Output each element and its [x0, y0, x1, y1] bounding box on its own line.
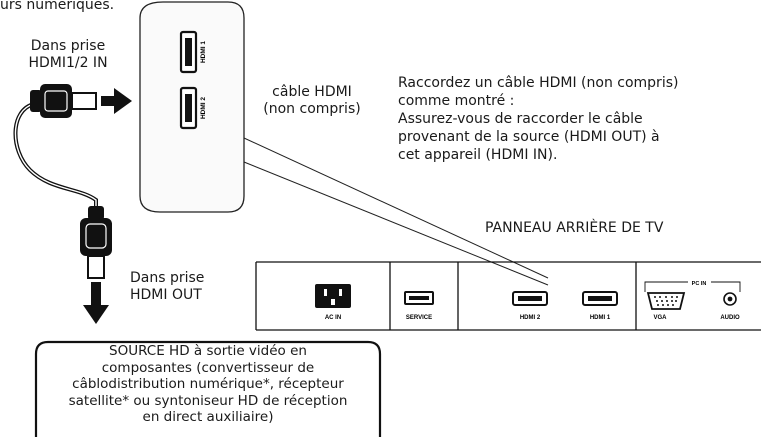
source-box-line: SOURCE HD à sortie vidéo en	[109, 343, 307, 359]
vga-port-icon	[646, 292, 686, 310]
hdmi-in-label: Dans prise HDMI1/2 IN	[18, 38, 118, 72]
callout-leader-line-top	[243, 137, 549, 279]
hdmi-out-label-line1: Dans prise	[130, 270, 205, 286]
source-box-line: en direct auxiliaire)	[142, 409, 274, 425]
pc-in-label: PC IN	[692, 281, 707, 287]
source-box-line: satellite* ou syntoniseur HD de réceptio…	[68, 392, 348, 409]
ac-in-socket-icon	[315, 284, 351, 308]
callout-hdmi2-port-icon	[179, 86, 198, 130]
instruction-line: cet appareil (HDMI IN).	[398, 147, 558, 163]
hdmi-in-plug-icon	[30, 84, 97, 118]
instruction-line: comme montré :	[398, 93, 515, 109]
source-box-line: câblodistribution numérique*, récepteur	[72, 376, 344, 392]
panel-hdmi2-port-icon	[512, 291, 548, 306]
instruction-line: Raccordez un câble HDMI (non compris)	[398, 75, 679, 91]
service-label: SERVICE	[406, 315, 432, 321]
arrow-right-icon	[101, 88, 132, 114]
hdmi-out-plug-icon	[80, 206, 112, 279]
ac-in-label: AC IN	[325, 315, 341, 321]
panel-hdmi1-port-icon	[582, 291, 618, 306]
pc-in-bracket	[644, 281, 741, 292]
hdmi-cable-label-line1: câble HDMI	[272, 84, 352, 100]
vga-label: VGA	[653, 315, 667, 321]
instruction-line: Assurez-vous de raccorder le câble	[398, 111, 643, 127]
source-box-line: composantes (convertisseur de	[101, 359, 315, 376]
instruction-line: provenant de la source (HDMI OUT) à	[398, 129, 660, 145]
hdmi-cable-label-line2: (non compris)	[263, 101, 361, 117]
tv-back-panel-title: PANNEAU ARRIÈRE DE TV	[485, 220, 664, 236]
callout-hdmi1-label: HDMI 1	[200, 41, 207, 63]
hdmi-out-label-line2: HDMI OUT	[130, 287, 202, 303]
hdmi-cable-label: câble HDMI (non compris)	[252, 84, 372, 118]
service-usb-port-icon	[404, 291, 434, 305]
panel-hdmi2-label: HDMI 2	[520, 315, 541, 321]
top-text-fragment: urs numériques.	[0, 0, 115, 13]
hdmi-in-label-line1: Dans prise	[30, 38, 106, 54]
hdmi-in-label-line2: HDMI1/2 IN	[28, 55, 108, 71]
callout-leader-line-bottom	[243, 161, 549, 286]
panel-hdmi1-label: HDMI 1	[590, 315, 611, 321]
instructions-text: Raccordez un câble HDMI (non compris) co…	[398, 74, 678, 164]
callout-hdmi1-port-icon	[179, 30, 198, 74]
callout-hdmi2-label: HDMI 2	[200, 97, 207, 119]
source-box: SOURCE HD à sortie vidéo en composantes …	[42, 343, 374, 426]
hdmi-cable-wire	[13, 102, 98, 212]
hdmi-out-label: Dans prise HDMI OUT	[130, 270, 204, 304]
arrow-down-icon	[83, 282, 109, 324]
tv-back-panel	[255, 261, 761, 331]
audio-jack-icon	[723, 292, 737, 306]
source-box-border	[34, 340, 382, 437]
audio-label: AUDIO	[720, 315, 740, 321]
